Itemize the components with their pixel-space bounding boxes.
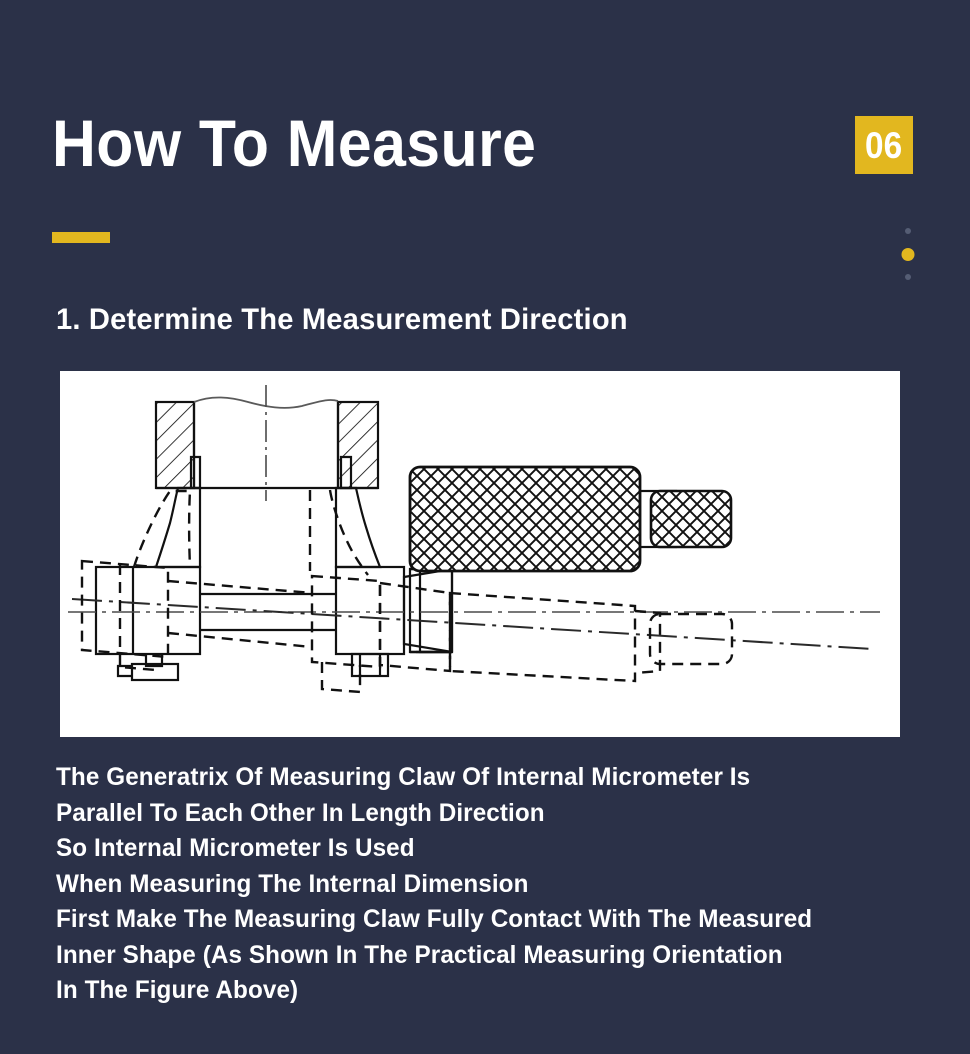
micrometer-sleeve [410, 567, 452, 654]
caption-line: When Measuring The Internal Dimension [56, 869, 529, 898]
figure-internal-micrometer [60, 371, 900, 737]
tilted-axis-centerline [71, 598, 873, 650]
dot-muted-bottom-icon [905, 274, 911, 280]
dot-accent-icon [901, 248, 915, 261]
micrometer-connecting-rod [200, 592, 336, 632]
caption-line: First Make The Measuring Claw Fully Cont… [56, 905, 813, 933]
caption-line: In The Figure Above) [56, 976, 299, 1004]
caption-line: So Internal Micrometer Is Used [56, 834, 415, 862]
page-title: How To Measure [52, 106, 537, 180]
decorative-dot-group [900, 228, 916, 282]
title-accent-rule [52, 232, 110, 243]
caption-line: The Generatrix Of Measuring Claw Of Inte… [56, 763, 751, 791]
dot-muted-top-icon [905, 228, 911, 234]
left-jaw-block [94, 565, 202, 682]
break-line [193, 396, 339, 409]
page-header: How To Measure 06 [0, 0, 970, 290]
micrometer-line-drawing [68, 385, 880, 694]
step-number-badge: 06 [855, 116, 913, 174]
caption-line: Parallel To Each Other In Length Directi… [56, 798, 545, 827]
figure-caption: The Generatrix Of Measuring Claw Of Inte… [56, 760, 936, 1009]
micrometer-long-barrel [408, 567, 452, 654]
section-heading: 1. Determine The Measurement Direction [56, 303, 628, 336]
knurled-ratchet-cap [649, 489, 733, 549]
step-number-label: 06 [865, 124, 903, 166]
caption-line: Inner Shape (As Shown In The Practical M… [56, 940, 783, 969]
phantom-dashed-outline [80, 489, 734, 694]
micrometer-taper [402, 567, 454, 654]
knurled-thimble [408, 465, 642, 573]
micrometer-barrel [416, 567, 452, 654]
hatched-workpiece-left [154, 400, 196, 490]
right-jaw-block [334, 565, 406, 678]
hatched-workpiece-right [336, 400, 380, 490]
